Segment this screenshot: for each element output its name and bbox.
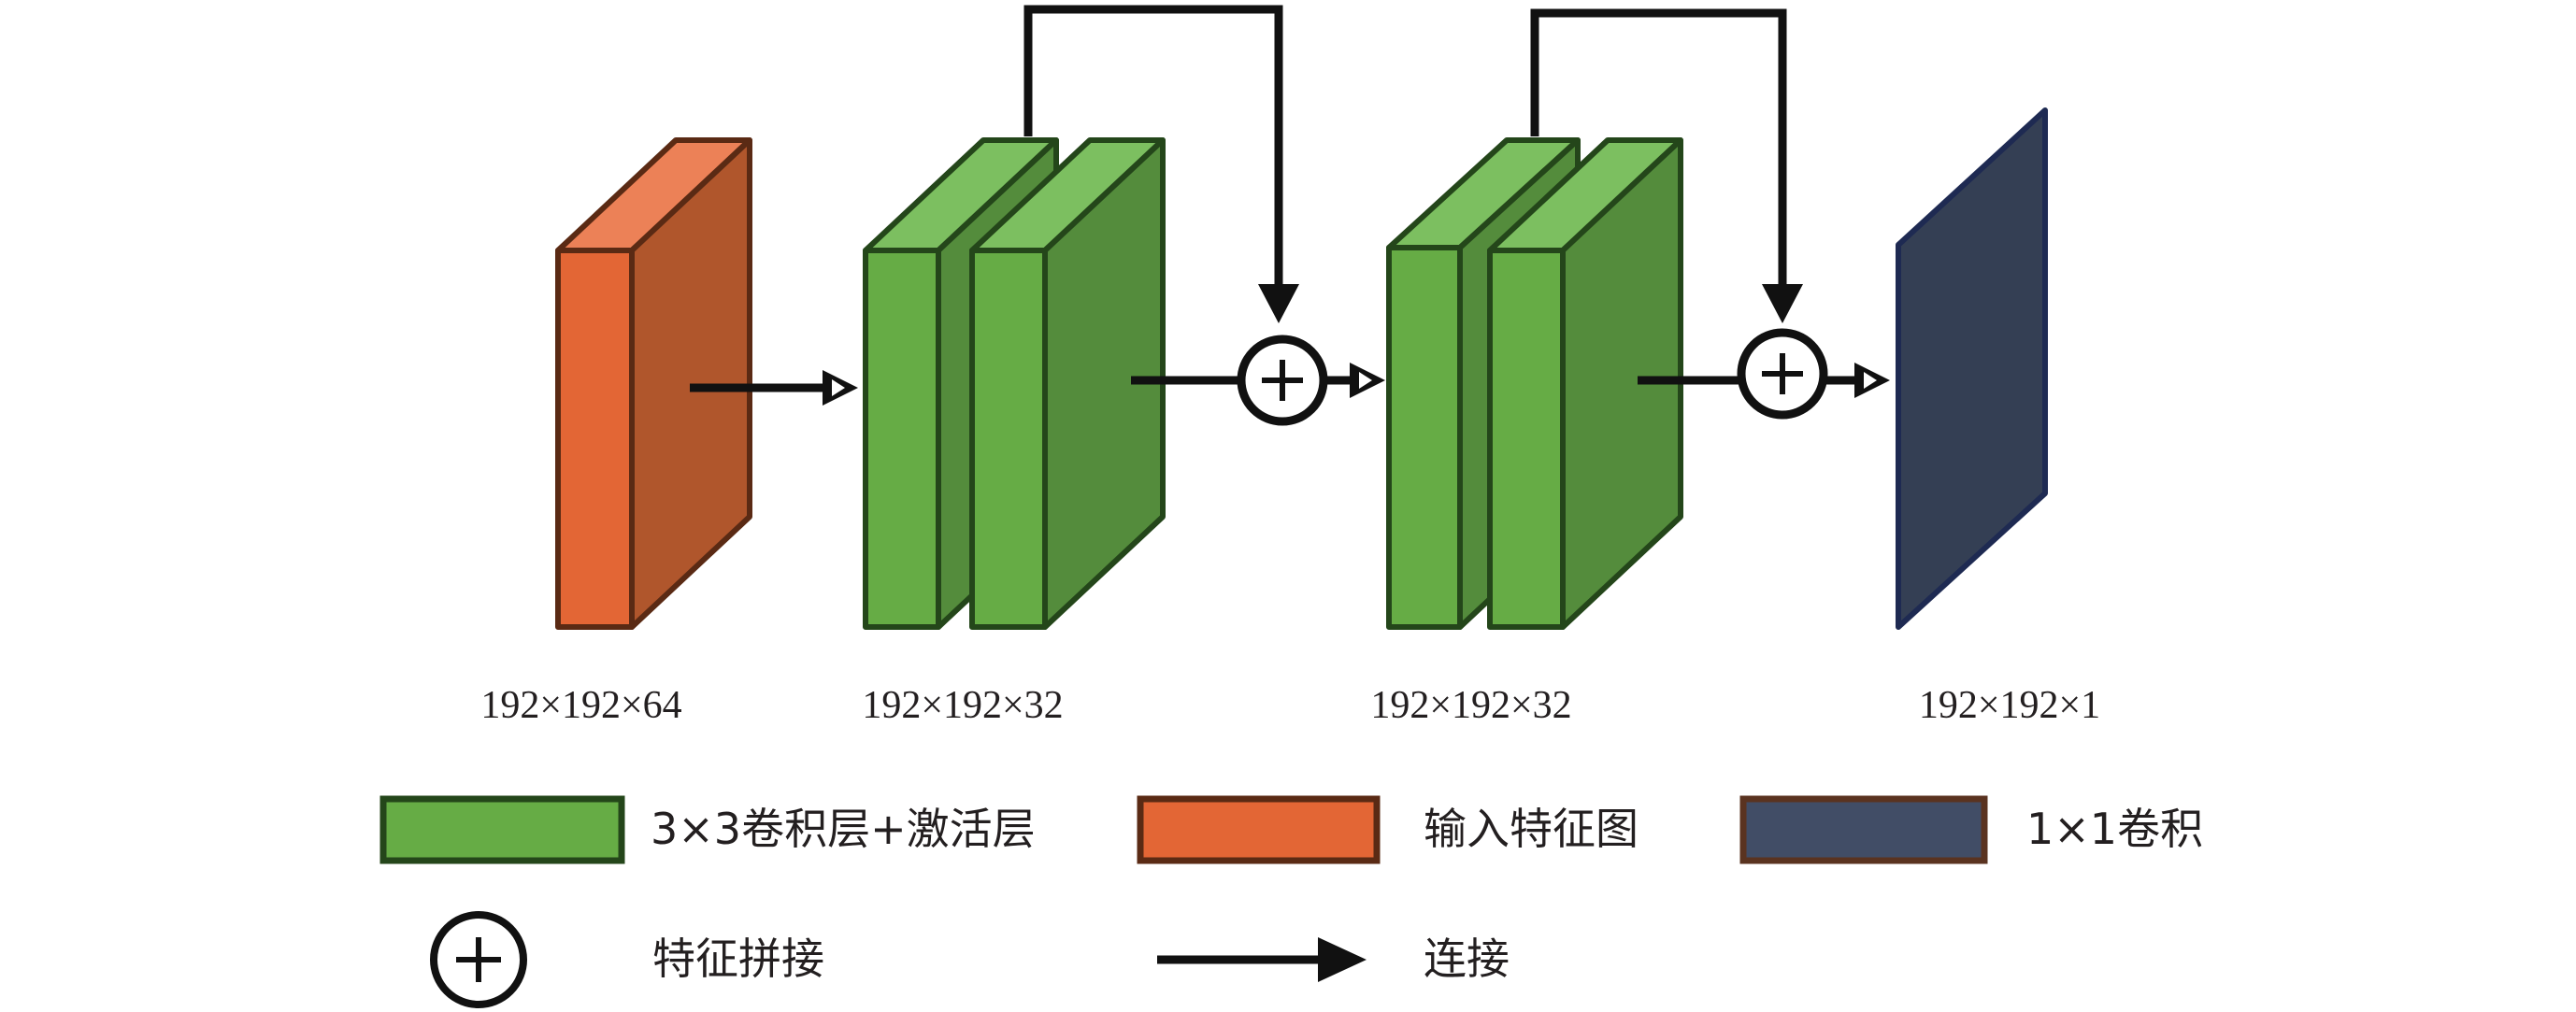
conv-block-1	[863, 137, 1166, 630]
concat-node-2	[1737, 328, 1828, 420]
legend-item-input: 输入特征图	[1137, 795, 1639, 864]
legend-swatch-input	[1137, 795, 1381, 864]
flow-arrow-5	[1825, 363, 1890, 398]
legend: 3×3卷积层+激活层 输入特征图 1×1卷积 特征拼接 连接	[379, 795, 2203, 1008]
output-dim-label: 192×192×1	[1919, 684, 2100, 727]
input-dim-label: 192×192×64	[480, 684, 681, 727]
legend-swatch-conv	[379, 795, 625, 864]
legend-item-conv: 3×3卷积层+激活层	[379, 795, 1036, 864]
concat-node-1	[1237, 335, 1328, 426]
output-block	[1896, 107, 2048, 630]
legend-item-concat: 特征拼接	[430, 911, 824, 1008]
arrow-right-icon	[1157, 937, 1367, 982]
conv1-dim-label: 192×192×32	[862, 684, 1063, 727]
legend-label-input: 输入特征图	[1424, 804, 1639, 854]
legend-swatch-conv1x1	[1739, 795, 1988, 864]
conv-slab	[1487, 137, 1683, 630]
legend-label-conv: 3×3卷积层+激活层	[651, 804, 1036, 854]
flow-arrow-1	[690, 370, 858, 406]
skip-connection-1	[1023, 5, 1299, 323]
legend-item-connect: 连接	[1157, 934, 1510, 984]
legend-label-connect: 连接	[1424, 934, 1510, 984]
conv-block-2	[1386, 137, 1683, 630]
legend-label-conv1x1: 1×1卷积	[2026, 804, 2203, 854]
input-block-front	[555, 248, 635, 630]
plus-circle-icon	[430, 911, 527, 1008]
skip-connection-2	[1530, 8, 1803, 323]
legend-item-conv1x1: 1×1卷积	[1739, 795, 2203, 864]
conv2-dim-label: 192×192×32	[1370, 684, 1571, 727]
flow-arrow-3	[1325, 363, 1385, 398]
conv-slab	[969, 137, 1166, 630]
legend-label-concat: 特征拼接	[652, 934, 824, 984]
